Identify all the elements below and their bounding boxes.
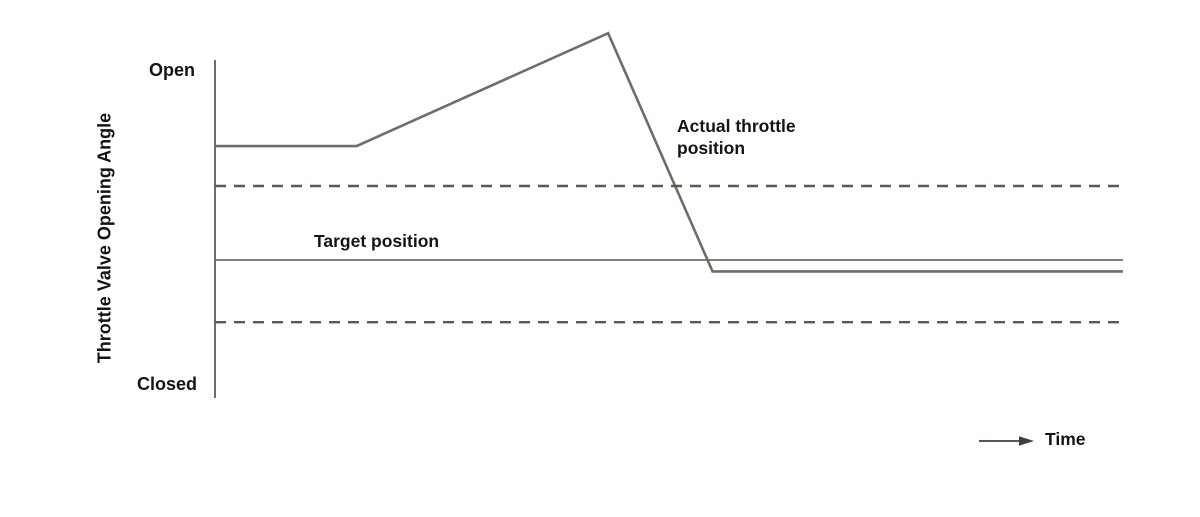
annotation-actual-throttle-position: Actual throttle position — [677, 116, 796, 158]
series-actual-throttle-line — [215, 31, 1123, 273]
x-axis-title: Time — [1045, 429, 1086, 449]
y-axis-tick-open: Open — [149, 60, 196, 80]
annotation-target-position: Target position — [314, 231, 440, 251]
y-axis-tick-closed: Closed — [137, 374, 198, 394]
y-axis-title: Throttle Valve Opening Angle — [94, 112, 115, 364]
time-arrow-icon — [979, 436, 1034, 446]
